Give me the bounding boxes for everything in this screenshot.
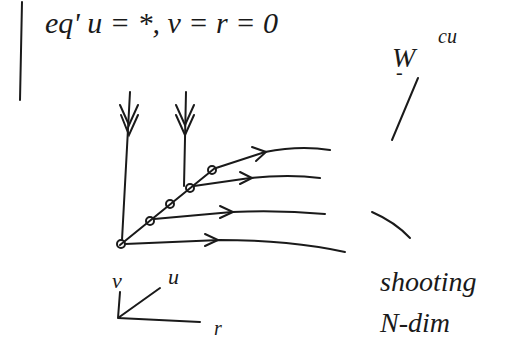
margin-bar — [20, 2, 22, 100]
axis — [118, 288, 200, 322]
arrowhead — [252, 147, 266, 161]
handwritten-note: - — [396, 62, 403, 82]
equilibrium-dot — [117, 240, 125, 248]
handwritten-note: cu — [438, 26, 457, 46]
handwritten-note: eq' u = *, v = r = 0 — [45, 8, 278, 38]
handwritten-note: W — [392, 44, 415, 72]
unstable-direction — [125, 240, 345, 252]
equilibrium-dot — [146, 217, 154, 225]
handwritten-note: u — [168, 266, 179, 288]
arrowhead — [205, 234, 218, 246]
equilibrium-line — [120, 168, 215, 245]
handwritten-note: shooting N-dim — [380, 262, 500, 343]
equilibrium-dot — [166, 200, 174, 208]
unstable-direction — [154, 211, 325, 219]
arrowhead — [220, 206, 233, 218]
arrowhead — [120, 105, 138, 135]
equilibrium-dot — [208, 166, 216, 174]
unstable-direction — [194, 176, 320, 186]
handwritten-note: v — [112, 270, 122, 292]
handwritten-note: r — [214, 318, 222, 338]
leader-line — [392, 78, 418, 140]
stable-direction — [184, 92, 186, 186]
arrowhead — [176, 105, 194, 135]
equilibrium-dot — [186, 184, 194, 192]
unstable-direction — [216, 148, 330, 168]
arrowhead — [240, 172, 252, 184]
leader-line — [372, 212, 410, 238]
